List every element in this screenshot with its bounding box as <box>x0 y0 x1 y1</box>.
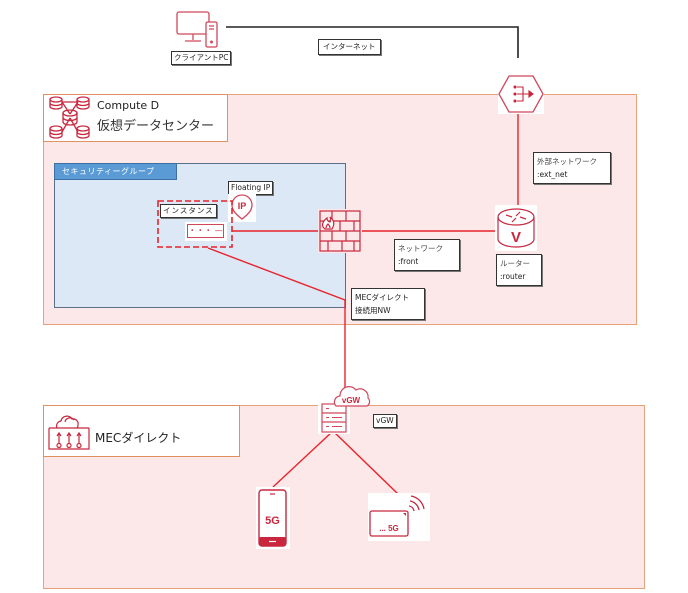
router-icon-text: V <box>511 229 521 246</box>
vgw-to-5g-router-link <box>332 430 399 495</box>
vgw-to-phone-link <box>272 430 334 488</box>
desktop-mobile-icon <box>176 11 218 48</box>
external-network-line2: :ext_net <box>537 170 568 179</box>
mec-network-line1: MECダイレクト <box>355 293 409 302</box>
client-pc-label: クライアントPC <box>171 51 232 65</box>
internet-label: インターネット <box>318 39 381 55</box>
router-5g-icon: ... 5G <box>368 493 430 541</box>
instance-label: インスタンス <box>160 204 217 218</box>
smartphone-5g-icon: 5G <box>256 487 290 549</box>
front-network-line2: :front <box>398 257 419 266</box>
mec-cloud-icon <box>48 415 90 450</box>
mec-zone-title: MECダイレクト <box>95 431 182 445</box>
external-network-line1: 外部ネットワーク <box>537 157 597 166</box>
firewall-icon <box>318 209 362 253</box>
router-icon: V <box>495 205 537 251</box>
instance-icon-text: ・・・ — <box>187 224 224 238</box>
mec-connection-link <box>207 247 346 392</box>
datacenter-title-line2: 仮想データセンター <box>97 119 215 134</box>
internet-gateway-hexagon-icon <box>498 74 544 114</box>
security-group-label: セキュリティーグループ <box>54 163 177 180</box>
mec-network-line2: 接続用NW <box>355 306 391 315</box>
mec-network-label: MECダイレクト 接続用NW <box>351 288 425 320</box>
floating-ip-icon-text: IP <box>238 201 247 211</box>
vgw-label: vGW <box>373 414 397 428</box>
vgw-icon: vGW <box>318 386 371 434</box>
instance-dashed-box <box>157 200 233 248</box>
router-label-line1: ルーター <box>500 259 530 268</box>
front-network-line1: ネットワーク <box>398 244 443 253</box>
datacenter-title-line1: Compute D <box>97 99 160 112</box>
database-cluster-icon <box>49 96 90 139</box>
external-network-label: 外部ネットワーク :ext_net <box>533 152 611 184</box>
instance-server-icon: ・・・ — <box>185 222 227 241</box>
front-network-label: ネットワーク :front <box>394 239 460 271</box>
internet-link <box>226 26 519 58</box>
floating-ip-label: Floating IP <box>228 181 274 195</box>
smartphone-icon-text: 5G <box>265 515 280 527</box>
router-label: ルーター :router <box>496 254 542 286</box>
mec-title-box <box>43 405 240 457</box>
router-5g-icon-text: ... 5G <box>379 524 399 533</box>
vgw-icon-text: vGW <box>342 396 361 405</box>
router-label-line2: :router <box>500 272 526 281</box>
